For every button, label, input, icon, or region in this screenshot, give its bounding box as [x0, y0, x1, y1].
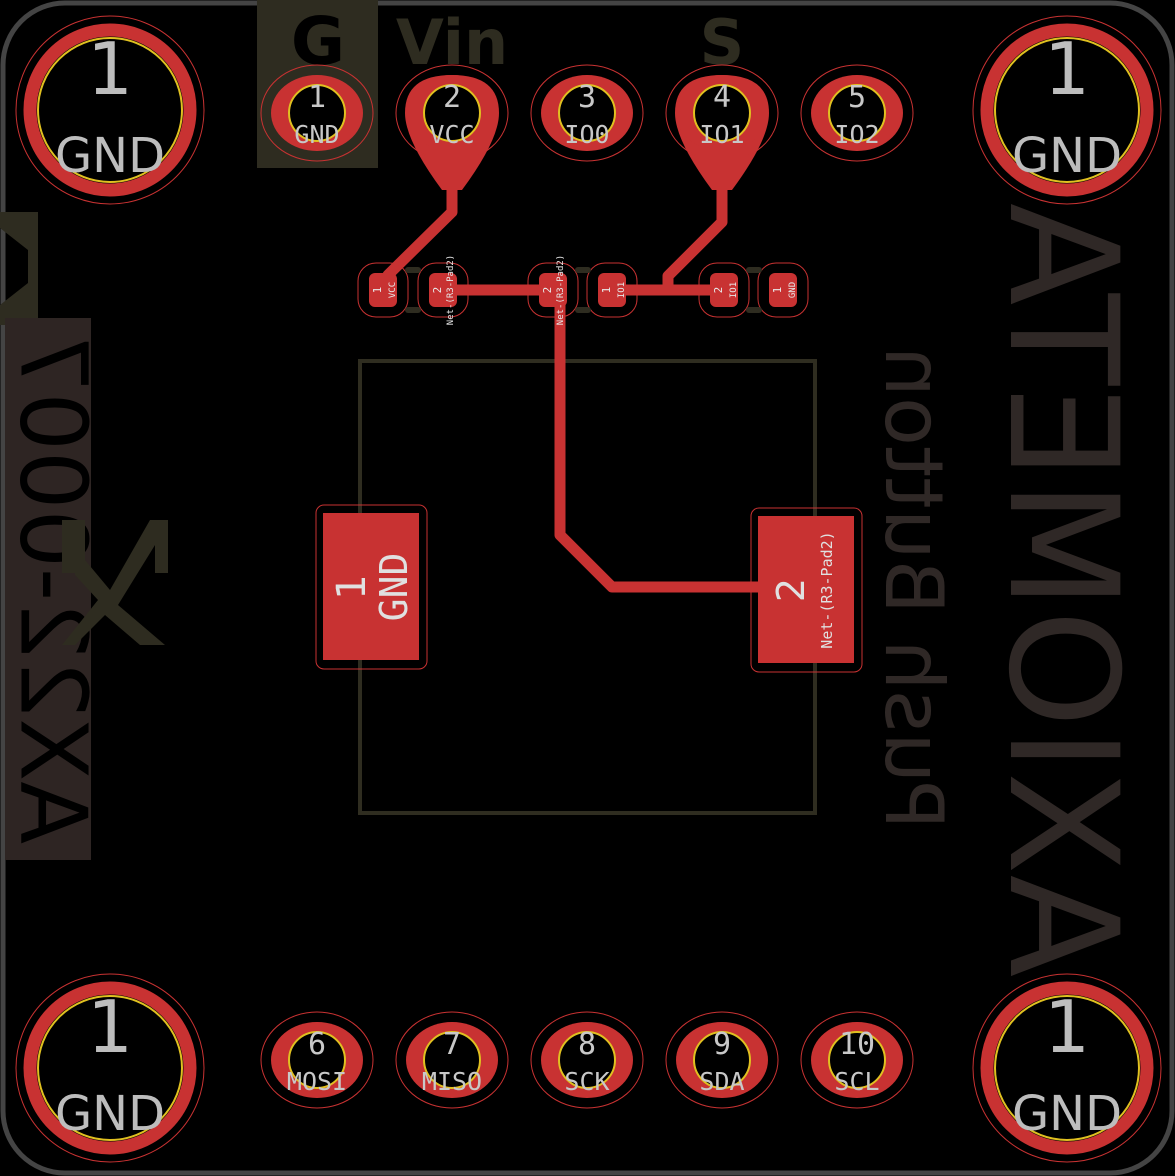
- hole-number: 1: [87, 985, 133, 1069]
- switch-pad-number: 2: [769, 578, 813, 602]
- pin-net: MOSI: [287, 1067, 347, 1096]
- courtyard-mark: [746, 307, 762, 313]
- pin-net: SCK: [564, 1067, 609, 1096]
- s-label: S: [700, 6, 745, 79]
- smd-pad-net: IO1: [617, 282, 627, 298]
- pin-number: 9: [713, 1027, 731, 1062]
- pin-number: 8: [578, 1027, 596, 1062]
- smd-pad[interactable]: 2 IO1: [698, 262, 750, 318]
- pin-number: 4: [713, 80, 731, 115]
- hole-net: GND: [55, 128, 165, 184]
- hole-number: 1: [1044, 985, 1090, 1069]
- smd-pad-number: 1: [600, 287, 613, 294]
- smd-pad-number: 2: [541, 287, 554, 294]
- hole-net: GND: [55, 1086, 165, 1142]
- smd-pad-net: VCC: [388, 282, 398, 298]
- pin-number: 1: [308, 80, 326, 115]
- smd-pad[interactable]: 1 IO1: [586, 262, 638, 318]
- courtyard-mark: [575, 307, 591, 313]
- hole-number: 1: [87, 27, 133, 111]
- pin-net: VCC: [429, 120, 474, 149]
- switch-pad-net: GND: [372, 553, 416, 622]
- vin-label: Vin: [396, 6, 508, 79]
- pin-net: GND: [294, 120, 339, 149]
- smd-pad-number: 1: [371, 287, 384, 294]
- pin-net: IO2: [834, 120, 879, 149]
- pin-net: SDA: [699, 1067, 744, 1096]
- pin-number: 10: [839, 1027, 875, 1062]
- pin-number: 7: [443, 1027, 461, 1062]
- smd-pad-net: Net-(R3-Pad2): [446, 255, 456, 325]
- smd-pad-net: GND: [788, 282, 798, 298]
- title-text: Push Button: [867, 346, 960, 829]
- smd-pad-number: 2: [431, 287, 444, 294]
- part-number-box: [5, 318, 91, 860]
- hole-net: GND: [1012, 1086, 1122, 1142]
- smd-pad-number: 1: [771, 287, 784, 294]
- smd-pad-number: 2: [712, 287, 725, 294]
- switch-pad-number: 1: [329, 574, 375, 599]
- courtyard-mark: [575, 267, 591, 273]
- courtyard-mark: [405, 307, 421, 313]
- hole-number: 1: [1044, 27, 1090, 111]
- pin-number: 5: [848, 80, 866, 115]
- smd-pad[interactable]: 1 VCC: [357, 262, 409, 318]
- hole-net: GND: [1012, 128, 1122, 184]
- notch-marker: [0, 212, 38, 325]
- pin-number: 2: [443, 80, 461, 115]
- pin-net: IO0: [564, 120, 609, 149]
- smd-pad[interactable]: 1 GND: [757, 262, 809, 318]
- pin-net: SCL: [834, 1067, 879, 1096]
- pin-net: IO1: [699, 120, 744, 149]
- pin-number: 6: [308, 1027, 326, 1062]
- brand-text: AXIOMETA: [975, 203, 1149, 977]
- pin-net: MISO: [422, 1067, 482, 1096]
- smd-pad-net: Net-(R3-Pad2): [556, 255, 566, 325]
- x-logo: [62, 520, 168, 645]
- switch-pad-2[interactable]: 2 Net-(R3-Pad2): [750, 507, 863, 673]
- smd-pad-net: IO1: [729, 282, 739, 298]
- pin-number: 3: [578, 80, 596, 115]
- courtyard-mark: [746, 267, 762, 273]
- switch-pad-net: Net-(R3-Pad2): [818, 531, 836, 648]
- courtyard-mark: [405, 267, 421, 273]
